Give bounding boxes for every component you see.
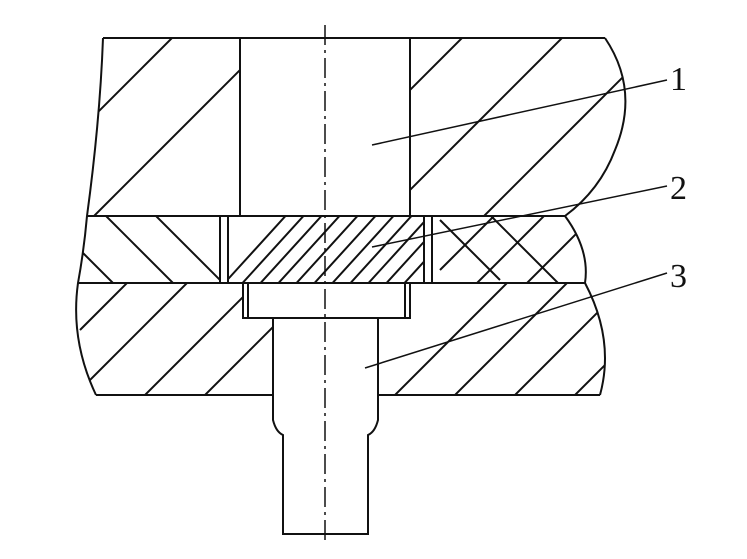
leader-lines <box>364 79 668 369</box>
hatch-upper-right-plate <box>410 38 626 216</box>
outlines <box>75 37 627 535</box>
hatch-middle-left-plate <box>78 216 220 283</box>
hatch-middle-right-plate <box>439 216 586 283</box>
part-1-punch <box>239 38 411 216</box>
hatch-insert <box>228 216 424 283</box>
hatch-lower-left-plate <box>79 283 273 395</box>
callout-label-1: 1 <box>670 61 687 98</box>
right-break-line <box>563 37 627 396</box>
hatching <box>78 38 626 395</box>
callout-label-3: 3 <box>670 258 687 295</box>
hatch-upper-left-plate <box>87 38 240 216</box>
left-break-line <box>75 37 104 396</box>
callout-label-2: 2 <box>670 170 687 207</box>
leader-line-1 <box>371 79 668 146</box>
leader-line-2 <box>371 185 668 248</box>
leader-line-3 <box>364 272 668 369</box>
part-3-pin <box>242 283 411 535</box>
part-2-insert <box>219 216 433 283</box>
